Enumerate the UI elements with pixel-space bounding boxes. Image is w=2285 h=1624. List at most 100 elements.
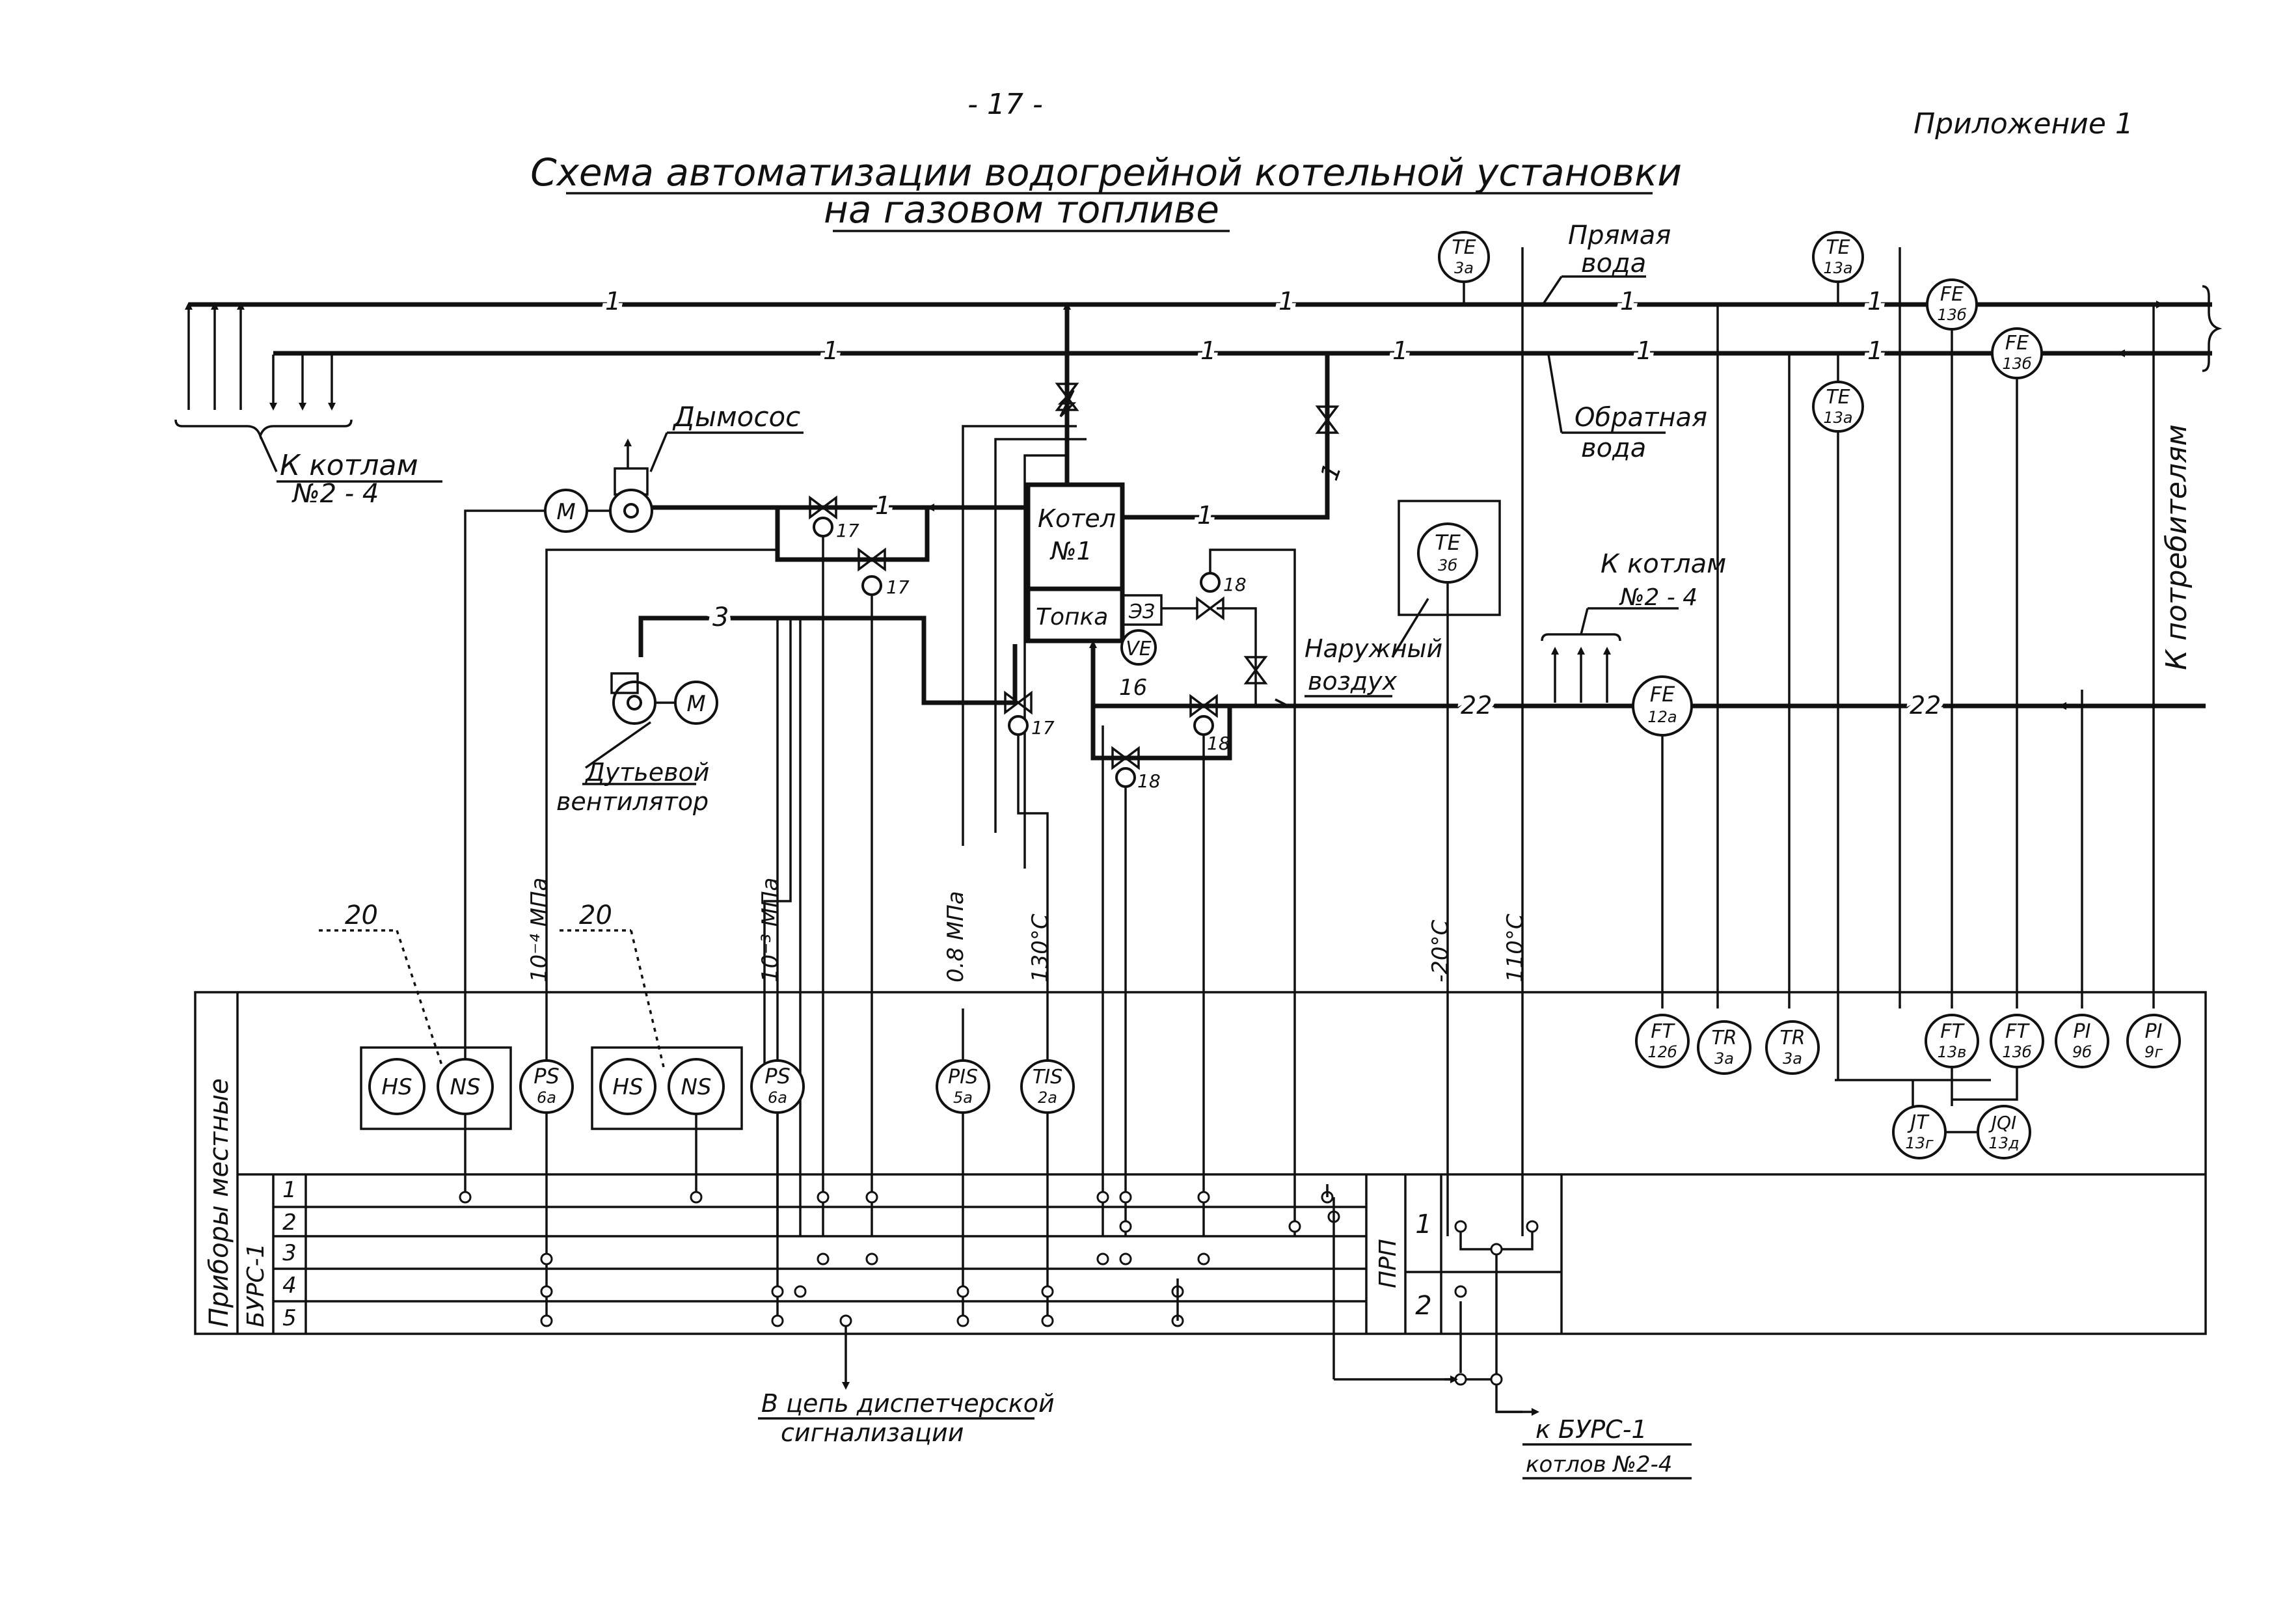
tag: FE — [2005, 332, 2029, 355]
flue-valve-17a[interactable] — [809, 495, 837, 520]
tag: JT — [1907, 1111, 1930, 1134]
blower-label2: вентилятор — [556, 787, 709, 816]
boiler-outlet-valve[interactable] — [1055, 383, 1079, 411]
air-valve-17[interactable] — [1004, 690, 1033, 715]
line-num: 3 — [712, 602, 729, 632]
tag-sub: 3б — [1438, 556, 1457, 575]
outdoor-air-label1: Наружный — [1305, 634, 1442, 663]
line-num: 1 — [1278, 287, 1294, 316]
gas-valve-18a[interactable] — [1189, 694, 1218, 718]
hs-ns-panel-2 — [591, 1046, 743, 1130]
line-num: 1 — [1392, 336, 1408, 365]
tag-sub: 9г — [2144, 1043, 2163, 1061]
ft-12b[interactable] — [1635, 1014, 1690, 1068]
prp-label: ПРП — [1375, 1239, 1401, 1288]
burs-boilers-label1: к БУРС-1 — [1535, 1415, 1647, 1444]
line-num: 1 — [1200, 336, 1216, 365]
supply-water-label2: вода — [1581, 249, 1646, 278]
burs-label: БУРС-1 — [243, 1243, 269, 1327]
tag: HS — [381, 1074, 412, 1100]
setpoint-t3: 110°С — [1502, 914, 1528, 982]
hs-switch-1[interactable] — [368, 1058, 426, 1115]
line-num: 1 — [1620, 287, 1636, 316]
setpoint-p3: 0.8 МПа — [943, 891, 969, 982]
to-boilers-left-num: №2 - 4 — [291, 479, 379, 509]
boiler-number: №1 — [1049, 537, 1092, 565]
gas-valve-18c[interactable] — [1196, 596, 1224, 621]
line-num: 16 — [1119, 675, 1147, 701]
motor-label: М — [686, 691, 705, 717]
line-num: 1 — [1315, 459, 1347, 484]
boiler-1[interactable] — [1025, 482, 1125, 643]
ez-label: ЭЗ — [1128, 601, 1155, 623]
item-20: 20 — [579, 900, 612, 930]
ve-label: VE — [1126, 638, 1152, 660]
dispatch-label2: сигнализации — [781, 1418, 964, 1447]
pi-9g[interactable] — [2126, 1014, 2181, 1068]
tag: HS — [612, 1074, 643, 1100]
to-boilers-right: К котлам — [1601, 549, 1726, 579]
valve-num: 18 — [1207, 733, 1230, 754]
flue-valve-17b[interactable] — [858, 547, 886, 572]
tag: PI — [2145, 1020, 2163, 1043]
tag-sub: 13д — [1988, 1134, 2019, 1152]
hs-ns-panel-1 — [360, 1046, 512, 1130]
tag: TE — [1826, 236, 1850, 259]
ez-block[interactable] — [1121, 594, 1163, 626]
supply-water-label1: Прямая — [1568, 221, 1671, 250]
hs-switch-2[interactable] — [599, 1058, 656, 1115]
tag-sub: 5а — [953, 1089, 973, 1107]
diagram-subtitle: на газовом топливе — [824, 187, 1219, 232]
valve-num: 17 — [1031, 717, 1055, 738]
return-valve[interactable] — [1315, 405, 1340, 434]
setpoint-p2: 10⁻³ МПа — [757, 878, 783, 982]
tag: TR — [1711, 1027, 1737, 1049]
line-num: 1 — [605, 287, 621, 316]
outdoor-air-label2: воздух — [1308, 667, 1398, 696]
dispatch-label1: В цепь диспетчерской — [761, 1389, 1055, 1418]
tag-sub: 13б — [2002, 1043, 2032, 1061]
tag-sub: 6а — [537, 1089, 556, 1107]
tr-3a-1[interactable] — [1697, 1020, 1751, 1075]
burs-row: 2 — [282, 1210, 297, 1236]
motor-label: М — [556, 499, 575, 525]
gas-valve-18b[interactable] — [1111, 746, 1140, 770]
tag: TR — [1779, 1027, 1805, 1049]
prp-row: 1 — [1415, 1210, 1431, 1239]
tag-sub: 13б — [2002, 355, 2032, 373]
tag: TE — [1452, 236, 1476, 259]
tag: FE — [1650, 682, 1675, 707]
boiler-label: Котел — [1038, 504, 1116, 533]
tag-sub: 9б — [2072, 1043, 2092, 1061]
tag: PIS — [948, 1066, 978, 1089]
instrument-panel-frame — [194, 991, 2207, 1335]
jqi-13d[interactable] — [1977, 1105, 2031, 1159]
tag-sub: 13г — [1905, 1134, 1934, 1152]
tag-sub: 3а — [1454, 259, 1474, 277]
line-num: 22 — [1910, 691, 1941, 720]
tag: TE — [1826, 386, 1850, 409]
tag-sub: 13а — [1823, 409, 1852, 427]
tag-sub: 12б — [1647, 1043, 1677, 1061]
tag-sub: 3а — [1783, 1049, 1802, 1068]
local-instruments-label: Приборы местные — [204, 1078, 234, 1327]
tag: FT — [1940, 1020, 1965, 1043]
line-num: 1 — [1867, 287, 1883, 316]
pi-9b[interactable] — [2055, 1014, 2109, 1068]
tag: PS — [764, 1064, 791, 1089]
burs-boilers-label2: котлов №2-4 — [1526, 1452, 1672, 1478]
burs-row: 5 — [282, 1305, 297, 1331]
to-boilers-left: К котлам — [280, 449, 418, 482]
air-duct-line — [638, 616, 1018, 705]
diagram-title: Схема автоматизации водогрейной котельно… — [530, 150, 1682, 195]
valve-num: 17 — [836, 520, 859, 541]
tag: FT — [1651, 1020, 1675, 1043]
return-water-label2: вода — [1581, 433, 1646, 463]
tag: PI — [2074, 1020, 2091, 1043]
ve-flame-sensor[interactable] — [1120, 629, 1157, 666]
line-num: 1 — [1636, 336, 1652, 365]
tag-sub: 13а — [1823, 259, 1852, 277]
to-consumers-label: К потребителям — [2160, 424, 2193, 670]
tr-3a-2[interactable] — [1765, 1020, 1820, 1075]
blower-label1: Дутьевой — [584, 758, 709, 787]
